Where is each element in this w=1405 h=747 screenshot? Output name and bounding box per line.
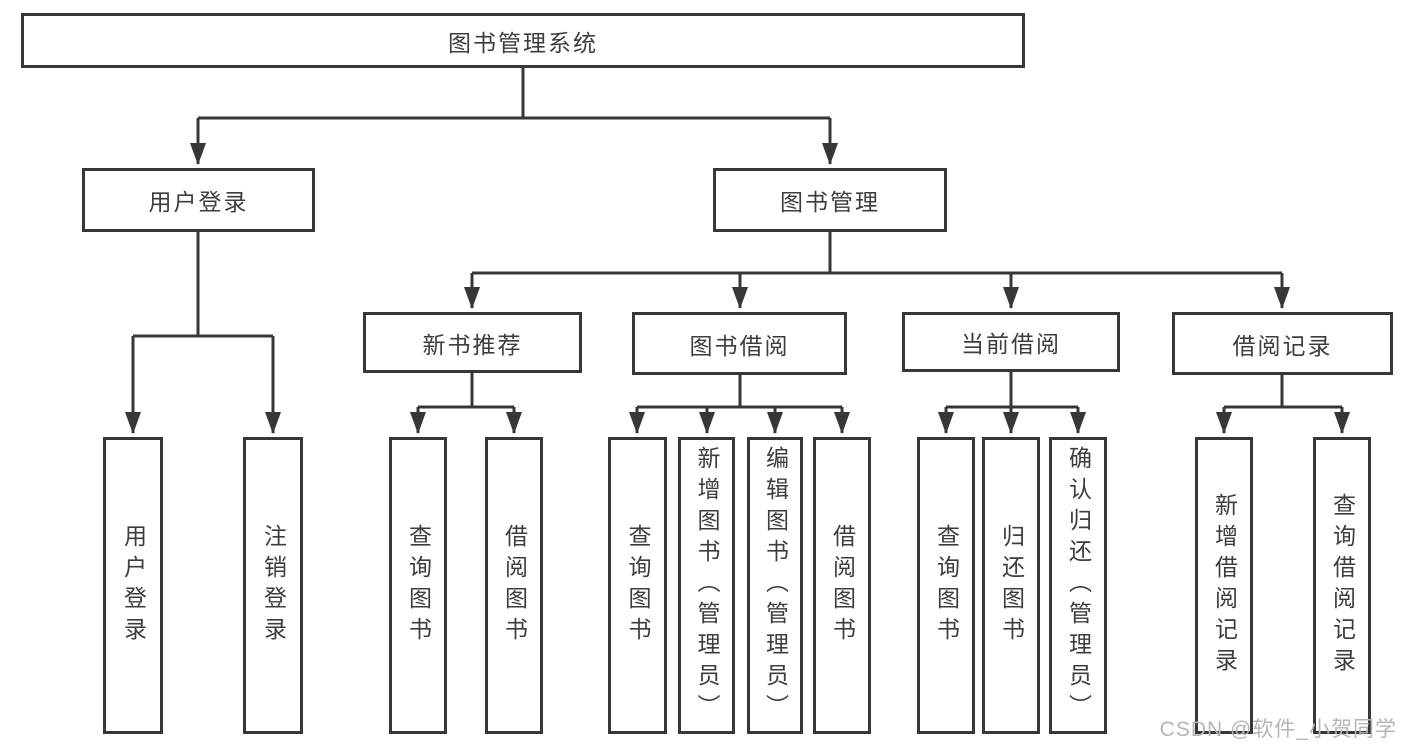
leaf-user-login: 用户登录 [103,437,163,734]
leaf-query-books-borrowing: 查询图书 [608,437,667,734]
node-book-management: 图书管理 [713,168,947,232]
node-book-borrowing: 图书借阅 [632,312,847,375]
leaf-return-books: 归还图书 [982,437,1040,734]
node-new-book-recommendation: 新书推荐 [363,312,582,373]
leaf-add-books-admin: 新增图书（管理员） [678,437,735,734]
leaf-add-borrow-record: 新增借阅记录 [1195,437,1253,734]
leaf-confirm-return-admin: 确认归还（管理员） [1049,437,1107,734]
leaf-borrow-books-recommend: 借阅图书 [485,437,543,734]
node-borrowing-records: 借阅记录 [1172,312,1393,375]
node-current-borrowing: 当前借阅 [902,312,1120,372]
node-user-login: 用户登录 [82,168,315,232]
csdn-watermark: CSDN @软件_小贺同学 [1159,718,1397,741]
leaf-query-books-recommend: 查询图书 [389,437,447,734]
leaf-query-books-current: 查询图书 [917,437,975,734]
leaf-logout-login: 注销登录 [243,437,303,734]
leaf-query-borrow-record: 查询借阅记录 [1313,437,1371,734]
leaf-borrow-books-borrowing: 借阅图书 [813,437,871,734]
leaf-edit-books-admin: 编辑图书（管理员） [747,437,803,734]
node-library-system: 图书管理系统 [21,13,1025,68]
